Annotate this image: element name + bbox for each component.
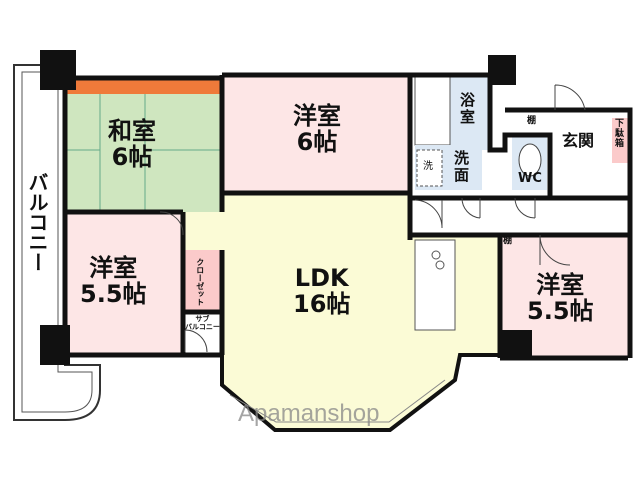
- room-size: 16帖: [293, 290, 351, 319]
- balcony-label: バルコニー: [25, 172, 49, 272]
- sub-balcony-area: [183, 315, 222, 355]
- pillar: [488, 55, 516, 85]
- room-name: 洋室: [293, 102, 341, 130]
- western-top-area: [222, 75, 410, 193]
- watermark-logo: Apamanshop: [238, 400, 380, 427]
- wc-label: WC: [518, 171, 542, 186]
- shelf-label: 棚: [527, 116, 537, 126]
- kitchen-counter: [414, 239, 456, 331]
- bath-label: 浴 室: [460, 91, 476, 126]
- room-name: 和室: [108, 117, 156, 145]
- washroom-label: 洗 面: [454, 149, 470, 184]
- washer-label: 洗: [423, 161, 433, 172]
- balcony-area: [13, 64, 101, 421]
- western-left-area: [65, 212, 183, 355]
- pillar: [40, 50, 76, 90]
- sub-balcony-label: サブ バルコニー: [185, 315, 220, 331]
- pillar: [40, 325, 70, 365]
- room-size: 6帖: [296, 128, 338, 157]
- accent-strip: [65, 78, 222, 94]
- room-size: 5.5帖: [527, 297, 594, 326]
- room-name: 洋室: [89, 254, 138, 282]
- room-size: 5.5帖: [80, 280, 147, 309]
- shoe-box-area: [612, 118, 628, 163]
- pillar: [500, 330, 532, 360]
- closet-label: クローゼット: [195, 258, 205, 306]
- entrance-label: 玄関: [562, 131, 595, 150]
- closet-area: [183, 250, 222, 310]
- washitsu-area: [65, 78, 222, 212]
- shoe-box-label: 下 駄 箱: [615, 119, 625, 149]
- shelf-label: 棚: [503, 236, 513, 246]
- room-name: 洋室: [536, 271, 585, 299]
- room-name: LDK: [294, 264, 349, 292]
- room-size: 6帖: [111, 143, 153, 172]
- bath-area: [450, 75, 490, 150]
